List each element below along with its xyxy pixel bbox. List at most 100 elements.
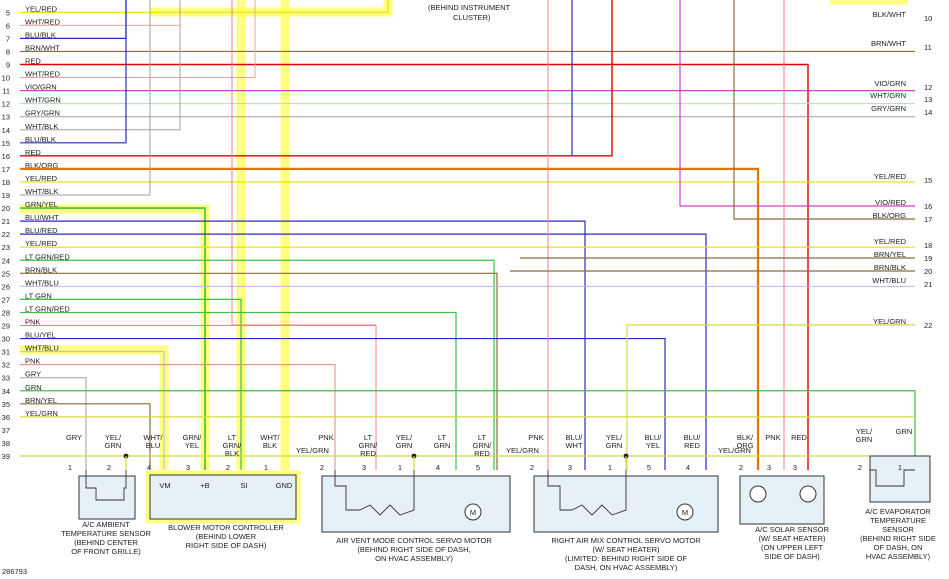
bus-label: YEL/GRN [296,446,329,455]
blower-terminal-label: SI [240,481,247,490]
pin-number: 2 [739,463,743,472]
wire-color-label-1: GRN [434,441,451,450]
wire-color-label-1: GRN/ [359,441,379,450]
left-row-label: WHT/RED [25,70,61,79]
airmix-motor-icon [676,503,694,521]
left-row-label: LT GRN [25,291,52,300]
wire-grn-34 [20,390,916,470]
left-row-label: GRN/YEL [25,200,58,209]
wire-vio-red-16 [679,0,915,207]
left-row-number: 18 [2,178,10,187]
wire-yel-grn-22 [626,324,915,470]
left-row-label: YEL/RED [25,4,58,13]
pin-number: 2 [530,463,534,472]
wire-color-label-0: LT [228,433,237,442]
wire-wht-blk-19 [20,0,151,196]
wire-color-label-0: LT [438,433,447,442]
left-row-number: 30 [2,335,10,344]
component-caption: ON HVAC ASSEMBLY) [375,554,453,563]
left-row-number: 15 [2,139,10,148]
left-row-number: 10 [2,74,10,83]
left-row-number: 5 [6,8,10,17]
wire-color-label-0: BLK/ [737,433,754,442]
right-row-number: 22 [924,321,932,330]
left-row-number: 23 [2,243,10,252]
right-row-label: BLK/WHT [873,10,907,19]
left-row-number: 28 [2,308,10,317]
wire-blk-org-17 [20,167,760,470]
wire-color-label-0: LT [364,433,373,442]
solar-photodiode-1 [749,485,767,503]
pin-number: 3 [186,463,190,472]
pin-number: 3 [362,463,366,472]
component-caption: (W/ SEAT HEATER) [758,534,826,543]
right-row-label: YEL/GRN [873,317,906,326]
left-row-number: 11 [2,87,10,96]
wire-color-label-1: ORG [736,441,753,450]
pin-number: 5 [476,463,480,472]
left-row-number: 17 [2,165,10,174]
left-row-label: LT GRN/RED [25,252,70,261]
wire-blk-org-17-r [733,0,915,220]
airvent-motor-icon [464,503,482,521]
component-caption: BLOWER MOTOR CONTROLLER [168,523,284,532]
pin-number: 4 [147,463,151,472]
left-row-label: BLU/BLK [25,135,56,144]
wire-grn-yel-20 [20,207,206,470]
left-row-label: WHT/BLK [25,187,58,196]
wire-color-label-0: GRN/ [183,433,203,442]
ambient-sensor-box [78,475,136,520]
blower-terminal-label: +B [200,481,209,490]
wire-yel-red-5 [20,0,389,13]
left-row-number: 36 [2,413,10,422]
right-row-label: YEL/RED [874,237,907,246]
component-caption: TEMPERATURE SENSOR [61,529,151,538]
wire-blu-yel-30 [20,337,666,470]
solar-photodiode-2 [799,485,817,503]
airmix-motor-letter: M [682,508,688,517]
wire-color-label-1: YEL [646,441,660,450]
component-caption: A/C SOLAR SENSOR [755,525,829,534]
wire-color-label-1: GRN [396,441,413,450]
pin-number: 1 [608,463,612,472]
wire-color-label-1: GRN [856,435,873,444]
left-row-label: BRN/YEL [25,396,57,405]
left-row-label: BLU/BLK [25,30,56,39]
wire-routes: YEL/GRN YEL/GRN YEL/GRN [20,0,916,470]
left-row-number: 34 [2,387,10,396]
left-row-number: 35 [2,400,10,409]
pin-number: 3 [568,463,572,472]
left-row-number: 21 [2,217,10,226]
wire-brn-yel-35 [20,403,151,470]
left-row-label: GRY [25,370,41,379]
wire-blu-red-22 [20,233,707,470]
airvent-motor-letter: M [470,508,476,517]
left-row-number: 6 [6,21,10,30]
bus-label: YEL/GRN [718,446,751,455]
left-row-label: GRY/GRN [25,109,60,118]
top-note-line-2: CLUSTER) [453,13,491,22]
evap-sensor-box [869,455,931,503]
left-row-label: RED [25,148,41,157]
wire-color-label-0: WHT/ [143,433,163,442]
left-row-label: YEL/RED [25,239,58,248]
left-row-label: YEL/GRN [25,409,58,418]
component-caption: OF DASH, ON [874,543,923,552]
component-caption: (ON UPPER LEFT [761,543,824,552]
right-row-number: 12 [924,83,932,92]
airmix-potentiometer [547,470,627,516]
left-row-label: WHT/GRN [25,96,61,105]
right-row-label: VIO/GRN [874,79,906,88]
right-row-number: 20 [924,267,932,276]
wire-color-label-2: BLK [225,449,239,458]
wire-red-9 [20,63,809,470]
pin-number: 2 [107,463,111,472]
left-row-number: 16 [2,152,10,161]
right-row-label: BRN/BLK [874,263,906,272]
right-row-number: 16 [924,202,932,211]
left-row-number: 20 [2,204,10,213]
wire-color-label-0: WHT/ [260,433,280,442]
wire-color-label-0: YEL/ [856,427,873,436]
right-row-label: GRY/GRN [871,104,906,113]
